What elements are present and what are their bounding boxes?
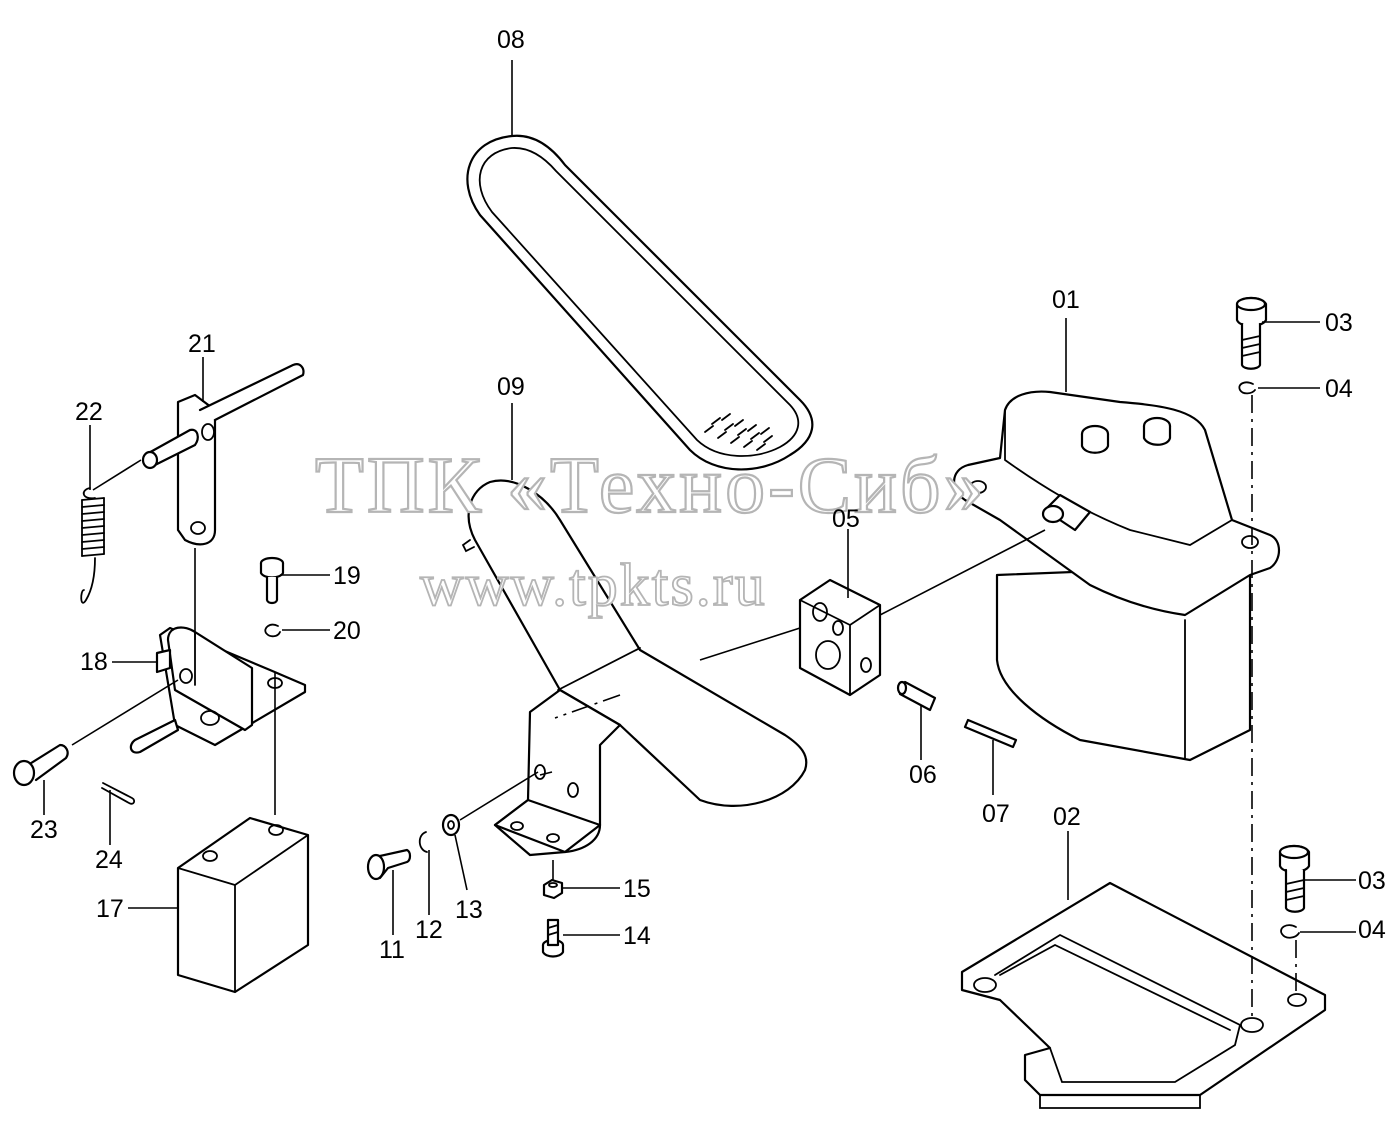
label-24: 24 <box>95 846 123 874</box>
part-09-pedal-lever <box>461 479 808 857</box>
part-02-base-plate <box>960 881 1327 1109</box>
watermark-company: ТПК «Техно-Сиб» <box>315 442 987 530</box>
part-05-block <box>798 578 882 697</box>
part-labels: 08 09 01 02 05 06 07 03 04 03 04 21 22 1… <box>30 26 1386 964</box>
label-23: 23 <box>30 816 58 844</box>
label-01: 01 <box>1052 286 1080 314</box>
part-23-clevis-pin <box>12 743 69 787</box>
part-19-bolt <box>259 556 285 605</box>
label-03-lower: 03 <box>1358 867 1386 895</box>
label-04-upper: 04 <box>1325 375 1353 403</box>
label-leaders <box>43 60 1356 936</box>
label-12: 12 <box>415 916 443 944</box>
part-03-bolt-lower <box>1278 844 1311 913</box>
assembly-lines <box>71 395 1297 1022</box>
part-22-spring <box>80 487 105 604</box>
part-04-washer-lower <box>1280 924 1300 939</box>
label-02: 02 <box>1053 803 1081 831</box>
label-14: 14 <box>623 922 651 950</box>
label-11: 11 <box>379 936 405 964</box>
label-07: 07 <box>982 800 1010 828</box>
label-15: 15 <box>623 875 651 903</box>
label-05: 05 <box>832 505 860 533</box>
part-14-bolt <box>541 918 565 958</box>
part-20-washer <box>264 623 281 638</box>
label-09: 09 <box>497 373 525 401</box>
label-22: 22 <box>75 398 103 426</box>
label-03-upper: 03 <box>1325 309 1353 337</box>
label-17: 17 <box>96 895 124 923</box>
label-21: 21 <box>188 330 216 358</box>
part-21-lever-bracket <box>141 363 305 546</box>
part-01-control-box <box>953 390 1281 762</box>
label-08: 08 <box>497 26 525 54</box>
label-13: 13 <box>455 896 483 924</box>
part-06-pin <box>896 680 937 712</box>
part-11-bolt <box>366 848 412 881</box>
part-24-cotter-pin <box>101 782 136 805</box>
label-20: 20 <box>333 617 361 645</box>
part-17-block <box>176 816 310 994</box>
part-13-flat-washer <box>441 813 461 837</box>
part-12-lock-washer <box>418 831 428 853</box>
label-19: 19 <box>333 562 361 590</box>
label-06: 06 <box>909 761 937 789</box>
label-18: 18 <box>80 648 108 676</box>
part-07-pin <box>963 718 1018 749</box>
part-15-nut <box>542 878 564 900</box>
watermark: ТПК «Техно-Сиб» www.tpkts.ru <box>314 441 987 619</box>
watermark-website: www.tpkts.ru <box>420 552 767 618</box>
part-04-washer-upper <box>1238 381 1256 395</box>
part-03-bolt-upper <box>1235 296 1268 370</box>
part-08-pedal-pad <box>466 134 814 471</box>
label-04-lower: 04 <box>1358 916 1386 944</box>
part-18-hinge-bracket <box>129 626 307 754</box>
